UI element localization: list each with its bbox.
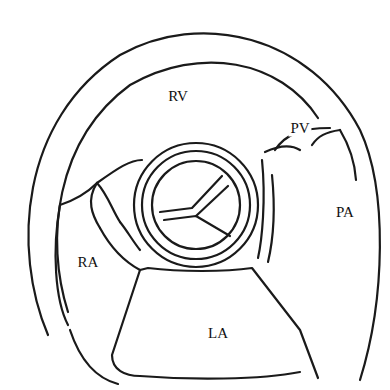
outer-wall <box>28 33 379 380</box>
pv-leaflet <box>312 130 340 145</box>
aortic-cusp <box>164 216 230 236</box>
tricuspid-leaflet <box>97 183 120 222</box>
pa-wall <box>340 130 356 180</box>
aortic-wall <box>142 151 250 259</box>
pv-leaflet <box>265 146 300 152</box>
rv-floor <box>97 160 142 183</box>
la-wall <box>70 330 118 384</box>
tricuspid-leaflet <box>91 183 100 228</box>
la-wall <box>112 270 300 379</box>
chamber-label: RA <box>76 254 101 271</box>
chamber-label: RV <box>166 88 190 105</box>
chamber-label: LA <box>206 325 230 342</box>
ra-wall <box>56 205 68 325</box>
rv-inner-wall <box>57 63 318 312</box>
ra-wall <box>60 183 97 205</box>
chamber-label: PV <box>288 120 311 137</box>
pa-wall <box>268 175 274 262</box>
la-wall <box>140 268 318 378</box>
aortic-cusp <box>160 176 222 212</box>
aortic-cusp <box>196 186 228 216</box>
pa-wall <box>258 160 264 258</box>
aortic-root <box>134 143 258 267</box>
ra-septum <box>100 228 140 270</box>
aortic-lumen <box>152 161 240 249</box>
chamber-label: PA <box>334 204 356 221</box>
